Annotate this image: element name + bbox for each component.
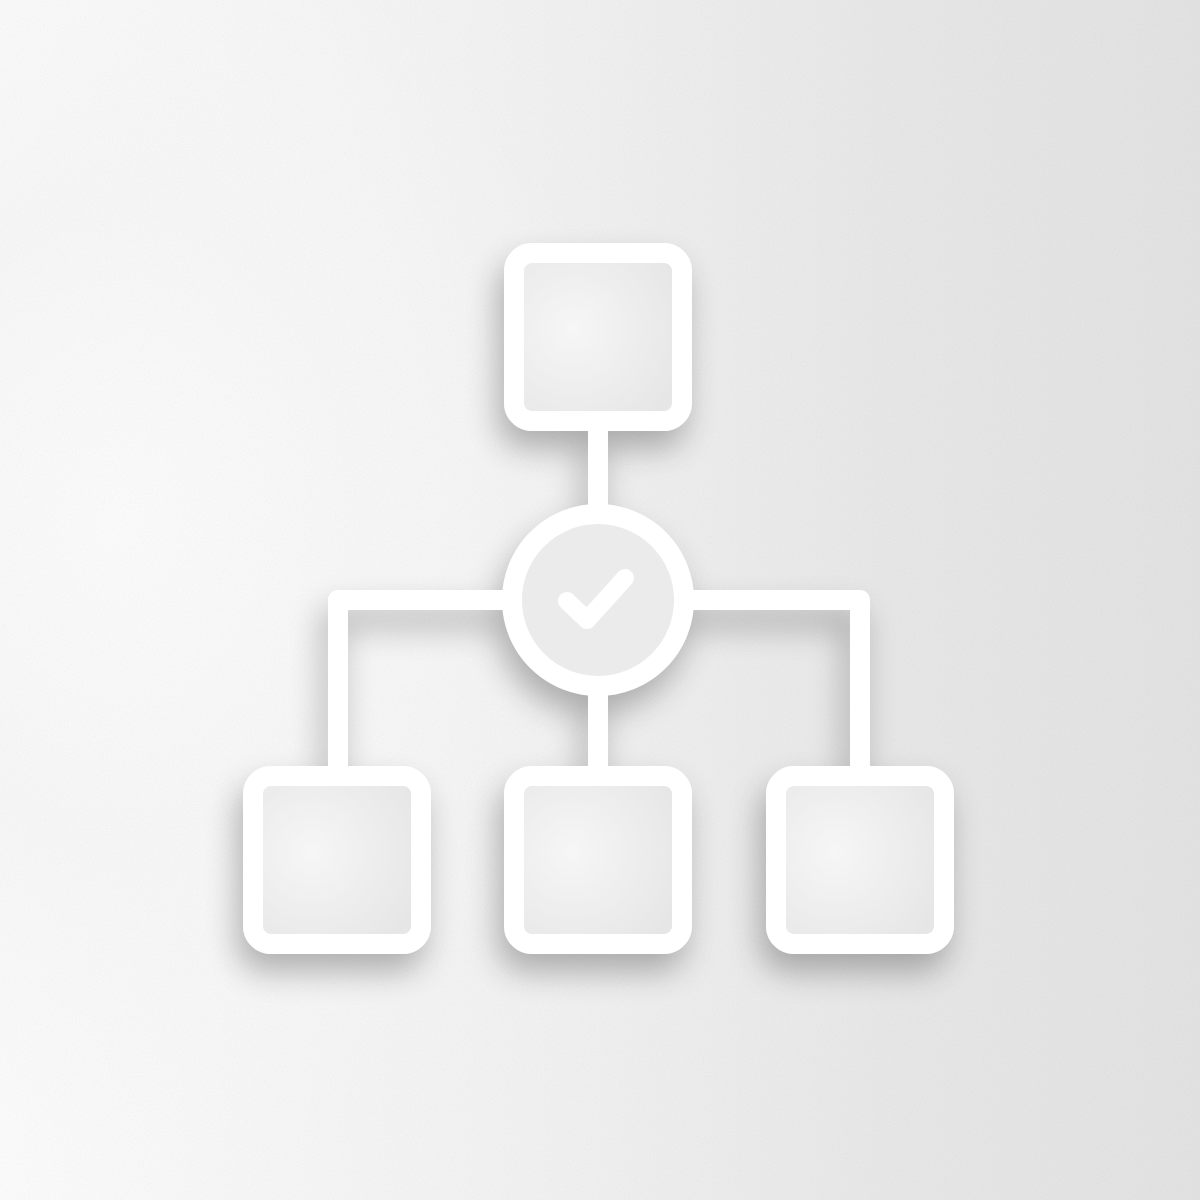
connector-left — [328, 590, 522, 785]
check-mark-icon — [558, 569, 634, 629]
center-child-node — [504, 766, 692, 954]
right-child-node — [766, 766, 954, 954]
top-node — [504, 243, 692, 431]
connector-right — [674, 590, 870, 785]
left-child-node — [243, 766, 431, 954]
